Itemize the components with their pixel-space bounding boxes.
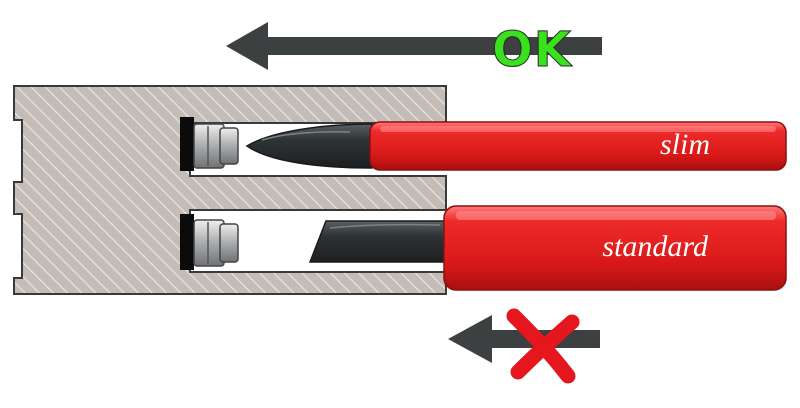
screw-head-icon xyxy=(193,219,239,267)
gasket-seal xyxy=(180,214,194,270)
slim-handle xyxy=(369,121,787,171)
standard-label: standard xyxy=(602,230,709,263)
standard-screwdriver: standard xyxy=(180,205,787,291)
ok-arrow-icon xyxy=(226,22,602,70)
screw-head-icon xyxy=(193,123,239,169)
gasket-seal xyxy=(180,117,194,171)
cross-icon xyxy=(506,308,580,384)
slim-label: slim xyxy=(660,128,710,161)
ok-label: OK xyxy=(492,22,573,78)
wall-section xyxy=(13,85,447,295)
slim-screwdriver: slim xyxy=(180,117,787,171)
slim-blade xyxy=(245,123,373,169)
standard-handle xyxy=(443,205,787,291)
standard-blade xyxy=(308,220,447,263)
